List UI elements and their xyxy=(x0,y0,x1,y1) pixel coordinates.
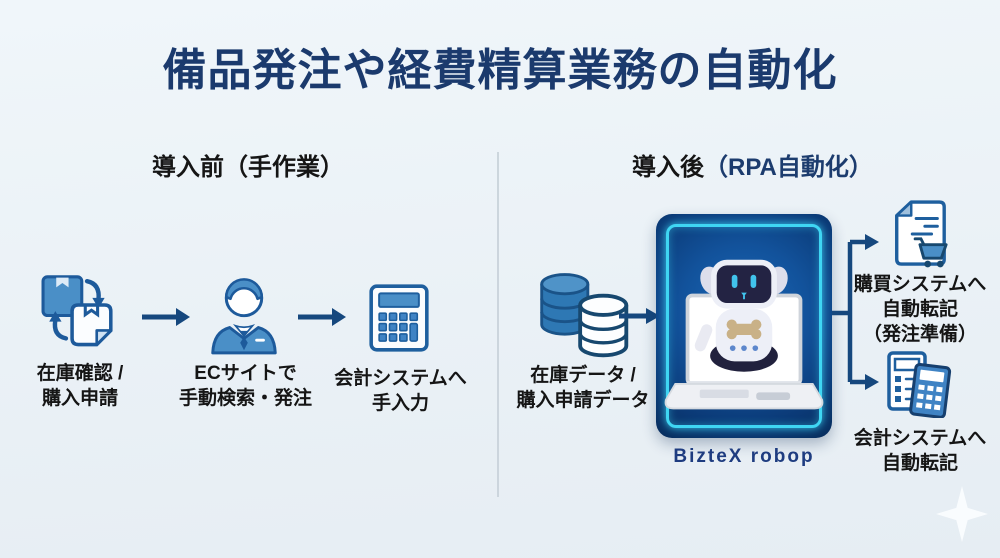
output-label-purchasing: 購買システムへ 自動転記 （発注準備） xyxy=(853,274,987,346)
robot-brand-label: BizteX robop xyxy=(673,446,815,467)
flow-arrow xyxy=(296,306,348,333)
database-icon xyxy=(534,266,634,360)
after-header-rpa: （RPA自動化） xyxy=(704,154,873,181)
branch-arrows xyxy=(832,228,888,399)
calculator-icon xyxy=(368,280,430,356)
boxes-sync-icon xyxy=(36,268,124,356)
office-worker-icon xyxy=(206,272,282,356)
accounting-calculators-icon xyxy=(886,350,952,419)
step-label-accounting-manual: 会計システムへ 手入力 xyxy=(334,368,467,415)
source-data-label: 在庫データ / 購入申請データ xyxy=(516,365,650,412)
flow-arrow xyxy=(140,306,192,333)
flow-arrow xyxy=(618,305,662,332)
section-divider xyxy=(497,152,499,497)
page-title: 備品発注や経費精算業務の自動化 xyxy=(162,46,838,95)
sparkle-icon xyxy=(936,486,988,542)
purchase-order-cart-icon xyxy=(888,198,950,270)
robot-laptop-illustration xyxy=(664,259,824,410)
step-label-inventory-check: 在庫確認 / 購入申請 xyxy=(36,363,124,410)
after-section-header: 導入後（RPA自動化） xyxy=(632,147,873,182)
output-label-accounting: 会計システムへ 自動転記 xyxy=(853,428,987,475)
step-label-ec-site: ECサイトで 手動検索・発注 xyxy=(178,363,312,410)
before-section-header: 導入前（手作業） xyxy=(152,154,344,181)
panel-glow-border xyxy=(666,224,822,428)
after-header-prefix: 導入後 xyxy=(632,154,704,181)
rpa-robot-laptop-icon xyxy=(656,214,832,438)
